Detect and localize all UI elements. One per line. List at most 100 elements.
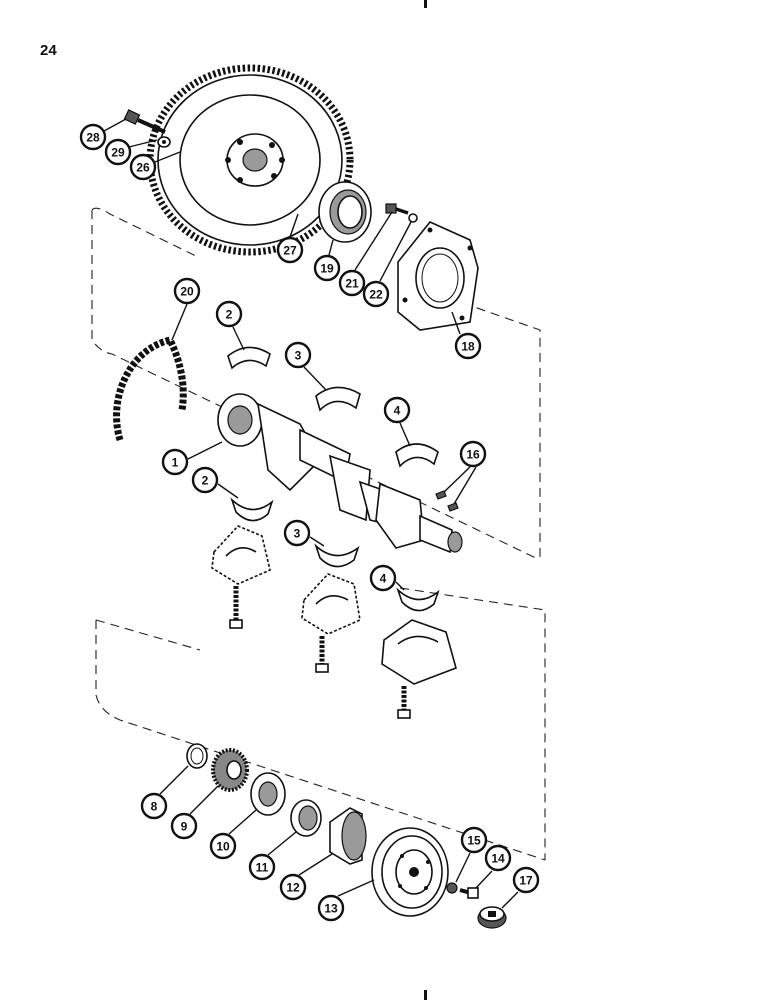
callout-2: 2 [215, 300, 243, 328]
seal-retainer-plate [397, 221, 479, 331]
flywheel [146, 64, 354, 256]
callout-number: 20 [180, 285, 194, 299]
callout-number: 12 [286, 881, 300, 895]
callout-8: 8 [140, 792, 168, 820]
pulley-washer [446, 882, 458, 894]
callout-circle [279, 873, 307, 901]
upper-main-bearing-4 [395, 443, 439, 468]
callout-number: 3 [294, 527, 301, 541]
callout-circle [369, 564, 397, 592]
registration-mark-bottom [424, 990, 427, 1000]
callout-number: 13 [324, 902, 338, 916]
callout-circle [79, 123, 107, 151]
dashed-outline-lower [95, 587, 546, 861]
callout-9: 9 [170, 812, 198, 840]
upper-main-bearing-3 [315, 386, 361, 412]
callout-circle [129, 153, 157, 181]
registration-mark [424, 0, 427, 8]
callout-1: 1 [161, 448, 189, 476]
callout-number: 16 [466, 448, 480, 462]
callout-number: 2 [202, 474, 209, 488]
page-number: 24 [40, 42, 57, 59]
leader-lines [103, 118, 519, 909]
retainer-washer [408, 213, 418, 223]
callout-number: 2 [226, 308, 233, 322]
callout-number: 4 [380, 572, 387, 586]
front-gasket [113, 335, 187, 442]
callout-number: 4 [394, 404, 401, 418]
callout-3: 3 [283, 519, 311, 547]
pulley-bolt [459, 887, 479, 899]
callout-number: 18 [461, 340, 475, 354]
callout-22: 22 [362, 280, 390, 308]
callout-number: 29 [111, 146, 125, 160]
callout-13: 13 [317, 894, 345, 922]
callout-circle [284, 341, 312, 369]
crankshaft-gear [211, 748, 249, 792]
callout-18: 18 [454, 332, 482, 360]
callout-15: 15 [460, 826, 488, 854]
callout-number: 21 [345, 277, 359, 291]
callout-labels: 2829262719212218202341612348910111213151… [79, 123, 540, 922]
lower-main-bearing-3 [314, 543, 360, 568]
callout-26: 26 [129, 153, 157, 181]
callout-circle [215, 300, 243, 328]
flywheel-bolt [123, 109, 166, 134]
callout-21: 21 [338, 269, 366, 297]
crankshaft-pulley [371, 827, 449, 917]
main-bearing-cap-rear [381, 619, 457, 685]
callout-circle [362, 280, 390, 308]
callout-circle [338, 269, 366, 297]
callout-number: 1 [172, 456, 179, 470]
pulley-cap [477, 906, 507, 929]
callout-4: 4 [383, 396, 411, 424]
callout-number: 3 [295, 349, 302, 363]
callout-number: 26 [136, 161, 150, 175]
callout-circle [140, 792, 168, 820]
callout-number: 19 [320, 262, 334, 276]
main-bearing-cap-center [301, 573, 361, 635]
retainer-bolt [385, 203, 409, 215]
callout-circle [104, 138, 132, 166]
callout-number: 27 [283, 244, 297, 258]
callout-circle [161, 448, 189, 476]
callout-circle [209, 832, 237, 860]
callout-circle [276, 236, 304, 264]
callout-number: 17 [519, 874, 533, 888]
callout-circle [283, 519, 311, 547]
callout-number: 28 [86, 131, 100, 145]
callout-circle [454, 332, 482, 360]
callout-number: 10 [216, 840, 230, 854]
crankshaft-key-b [447, 502, 459, 512]
callout-29: 29 [104, 138, 132, 166]
callout-circle [484, 844, 512, 872]
callout-number: 14 [491, 852, 505, 866]
callout-circle [383, 396, 411, 424]
callout-16: 16 [459, 440, 487, 468]
oil-slinger [250, 772, 286, 816]
callout-circle [317, 894, 345, 922]
main-cap-bolt-rear [397, 686, 411, 719]
front-oil-seal [290, 799, 322, 837]
thrust-washer [186, 743, 208, 769]
callout-19: 19 [313, 254, 341, 282]
crankshaft-hub [329, 807, 367, 865]
callout-11: 11 [248, 853, 276, 881]
callout-12: 12 [279, 873, 307, 901]
callout-10: 10 [209, 832, 237, 860]
callout-number: 15 [467, 834, 481, 848]
callout-circle [173, 277, 201, 305]
crankshaft-key-a [435, 490, 447, 500]
callout-circle [248, 853, 276, 881]
callout-circle [460, 826, 488, 854]
lower-main-bearing-2 [230, 497, 274, 522]
callout-circle [459, 440, 487, 468]
callout-circle [191, 466, 219, 494]
flywheel-washer [157, 136, 171, 148]
callout-14: 14 [484, 844, 512, 872]
callout-circle [512, 866, 540, 894]
callout-circle [313, 254, 341, 282]
main-bearing-cap-front [211, 525, 271, 585]
callout-number: 9 [181, 820, 188, 834]
main-cap-bolt-front [229, 586, 243, 629]
